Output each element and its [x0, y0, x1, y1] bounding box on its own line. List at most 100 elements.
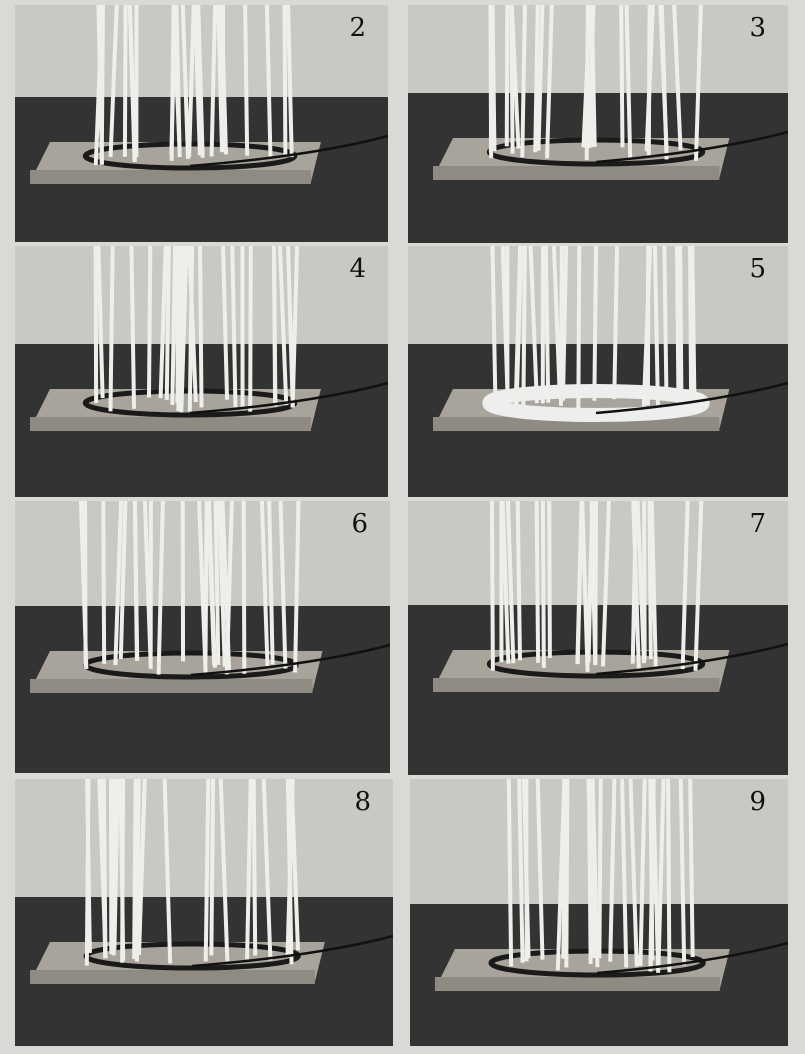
stake — [219, 5, 229, 155]
stake — [678, 779, 687, 966]
photo-step-3: 3 — [408, 5, 788, 243]
stake — [515, 501, 523, 661]
weaver-strand — [192, 934, 393, 968]
stake — [142, 501, 153, 669]
stake — [520, 5, 527, 158]
stake — [690, 246, 697, 407]
weaver-strand — [190, 643, 390, 677]
stake — [543, 246, 551, 403]
stake — [209, 5, 218, 157]
base-edge — [30, 170, 311, 184]
stake — [134, 779, 141, 962]
weaver-strand — [595, 130, 788, 164]
stake — [213, 501, 221, 665]
stake — [490, 246, 498, 406]
photo-step-4: 4 — [15, 246, 388, 497]
stake — [132, 501, 140, 661]
step-number: 7 — [749, 509, 766, 539]
stake — [203, 779, 211, 962]
stake — [612, 246, 620, 400]
step-number: 5 — [749, 254, 766, 284]
stake — [248, 246, 253, 412]
stake — [113, 501, 124, 666]
stake — [286, 246, 295, 408]
stake — [608, 779, 617, 962]
stake — [271, 246, 278, 407]
weaver-strand — [189, 134, 388, 168]
stake — [187, 5, 196, 158]
stake — [590, 779, 600, 968]
stake — [672, 5, 683, 151]
stake — [96, 246, 105, 399]
stake — [108, 246, 115, 412]
stake — [216, 5, 225, 153]
stake — [693, 5, 703, 161]
stake — [644, 5, 655, 152]
stake — [218, 779, 230, 962]
stake — [688, 779, 695, 958]
stake — [693, 501, 704, 671]
stake — [286, 5, 294, 158]
stake — [489, 501, 495, 671]
stake — [108, 5, 119, 158]
weaver-strand — [597, 941, 788, 975]
stake — [506, 779, 514, 967]
stake — [597, 779, 603, 959]
stake — [96, 5, 104, 165]
stake — [575, 501, 584, 665]
stake — [589, 5, 596, 148]
photo-step-9: 9 — [410, 779, 788, 1046]
stake — [545, 5, 554, 159]
base-edge — [30, 417, 311, 431]
photo-step-2: 2 — [15, 5, 388, 242]
stake — [118, 779, 126, 961]
stake — [659, 5, 669, 160]
stake — [243, 5, 250, 156]
stake — [220, 501, 232, 671]
stake — [547, 501, 552, 659]
step-number: 9 — [749, 787, 766, 817]
stake — [129, 246, 137, 409]
stake — [264, 5, 273, 158]
stake — [251, 779, 258, 956]
stake — [209, 779, 216, 956]
basket-photo — [408, 246, 788, 497]
stake — [560, 246, 569, 401]
stake — [293, 501, 301, 673]
stake — [97, 779, 108, 958]
stake — [488, 5, 494, 159]
stake — [540, 501, 546, 668]
stake — [647, 501, 653, 660]
stake — [206, 501, 217, 668]
stake — [277, 246, 289, 406]
stake — [600, 501, 611, 667]
step-number: 3 — [749, 13, 766, 43]
weaver-strand — [595, 381, 788, 415]
stake — [533, 5, 540, 153]
step-number: 4 — [349, 254, 366, 284]
stake — [78, 501, 89, 669]
stake — [198, 246, 204, 408]
base-edge — [433, 678, 720, 692]
stake — [649, 501, 658, 670]
stake — [535, 779, 545, 960]
stake — [509, 5, 515, 154]
stake — [221, 246, 230, 400]
stake — [241, 501, 247, 674]
stake — [680, 501, 690, 670]
stake — [652, 246, 660, 409]
base-edge — [30, 970, 315, 984]
stake — [528, 246, 539, 404]
stake — [259, 501, 270, 667]
stake — [500, 501, 511, 664]
stake — [137, 779, 147, 956]
stake — [586, 779, 596, 959]
wall — [408, 501, 788, 605]
stake — [674, 246, 681, 413]
step-number: 6 — [351, 509, 368, 539]
stake — [179, 246, 189, 413]
stake — [620, 779, 629, 968]
stake — [174, 5, 182, 158]
stake — [245, 779, 253, 960]
stake — [169, 5, 176, 161]
